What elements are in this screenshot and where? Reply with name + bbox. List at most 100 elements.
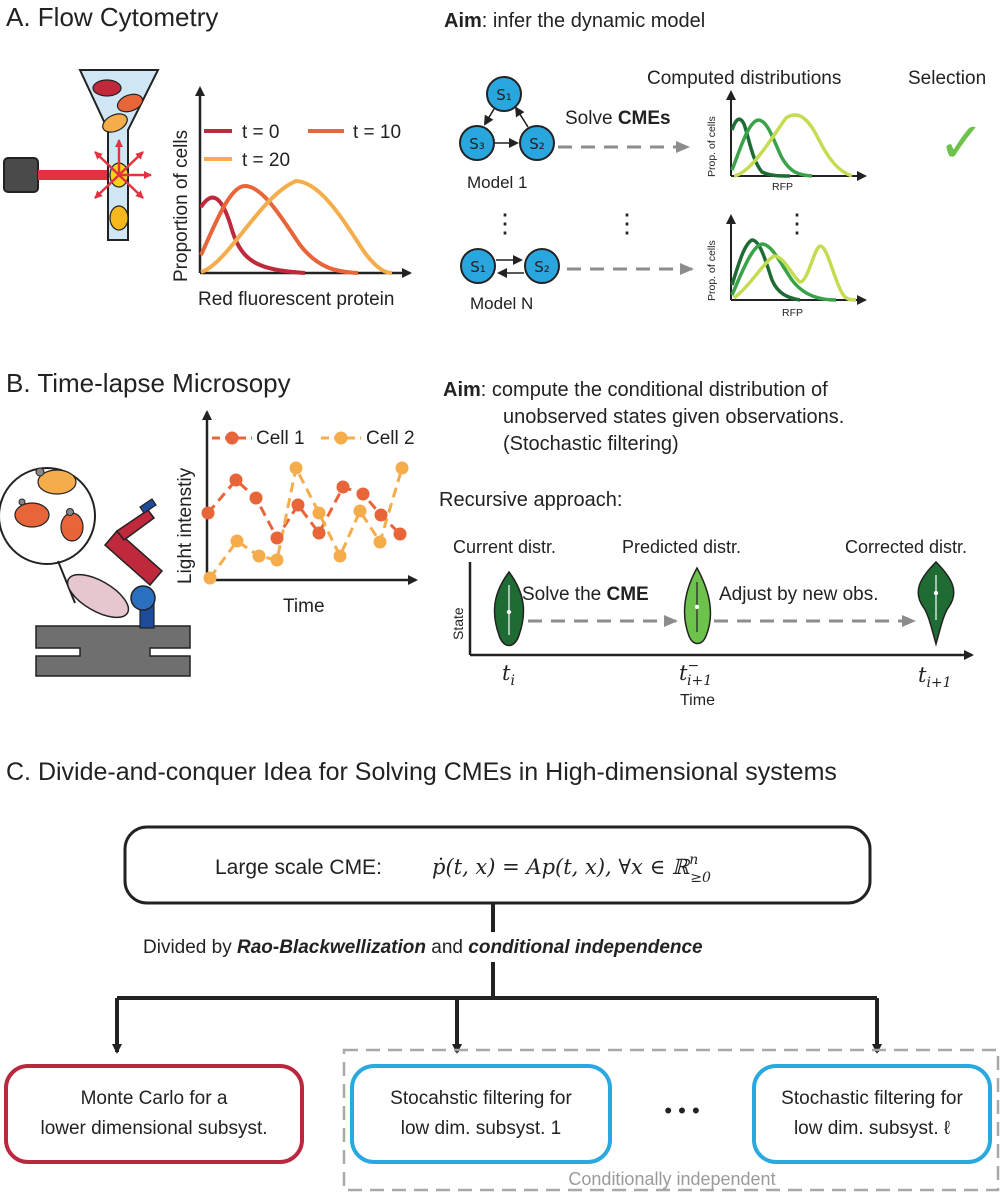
laser-beam	[38, 170, 118, 180]
solve-cmes-label: Solve CMEs	[565, 108, 671, 129]
t-symbol: t	[918, 663, 927, 687]
node-s2	[524, 248, 560, 284]
computed-distribution-1: Prop. of cells RFP	[706, 90, 867, 193]
recursive-approach-label: Recursive approach:	[439, 489, 622, 511]
adjust-label: Adjust by new obs.	[719, 584, 878, 605]
panel-b-title: B. Time-lapse Microsopy	[6, 368, 291, 398]
panel-b-aim-line3: (Stochastic filtering)	[503, 433, 679, 455]
aim-label: Aim	[444, 10, 482, 32]
tick-t-minus: t−i+1	[679, 658, 712, 689]
legend-label-t10: t = 10	[353, 122, 401, 143]
solve-bold: CMEs	[618, 108, 671, 129]
tick-t-i: ti	[502, 661, 515, 689]
cell	[116, 93, 144, 113]
node-s1	[486, 76, 522, 112]
legend-label-cell2: Cell 2	[366, 428, 415, 449]
large-scale-cme-box	[123, 825, 872, 905]
equation-sup: n	[689, 852, 698, 868]
models-ellipsis: ⋮	[492, 208, 518, 238]
curve-t20	[200, 178, 393, 275]
stochastic-filtering-box-l	[752, 1064, 992, 1164]
divided-prefix: Divided by	[143, 937, 237, 958]
microscope-stage	[66, 573, 130, 619]
time-series-chart: Light intenstiy Time Cell 1 Cell 2	[175, 410, 418, 617]
t-sub: i+1	[926, 675, 951, 691]
solve-prefix: Solve	[565, 108, 618, 129]
tick-t-next: ti+1	[918, 663, 952, 691]
panel-b-aim-line1: Aim: compute the conditional distributio…	[443, 379, 828, 401]
sfl-line1: Stochastic filtering for	[781, 1088, 963, 1109]
t-sub: i+1	[687, 673, 712, 689]
cell1-line	[206, 477, 402, 541]
divided-bold-2: conditional independence	[468, 937, 703, 958]
aim-label: Aim	[443, 379, 481, 401]
panel-c: C. Divide-and-conquer Idea for Solving C…	[4, 758, 1000, 1192]
cme-equation: ṗ(t, x) = Ap(t, x), ∀x ∈ ℝn≥0	[432, 852, 711, 886]
t-symbol: t	[679, 661, 688, 685]
y-axis-label: Proportion of cells	[171, 130, 192, 282]
legend-label-t0: t = 0	[242, 122, 280, 143]
panel-b-aim-line2: unobserved states given observations.	[503, 406, 844, 428]
monte-carlo-line2: lower dimensional subsyst.	[40, 1118, 267, 1139]
divided-by-label: Divided by Rao-Blackwellization and cond…	[143, 937, 703, 958]
microscope-illustration	[0, 467, 191, 677]
microscope-arm	[103, 529, 164, 587]
stochastic-filtering-box-1	[350, 1064, 612, 1164]
curve-t10	[199, 183, 359, 275]
edge-s2-s1	[514, 106, 529, 128]
node-s2-label: S₂	[529, 135, 545, 153]
x-axis-label: Time	[283, 596, 325, 617]
cell1-points	[201, 473, 407, 545]
aim-text-1: : compute the conditional distribution o…	[481, 379, 828, 401]
divided-mid: and	[426, 937, 468, 958]
x-axis-label: Red fluorescent protein	[198, 289, 394, 310]
cell	[92, 79, 122, 97]
cell	[109, 205, 129, 231]
selection-title: Selection	[908, 68, 986, 89]
curve-t0	[199, 195, 306, 275]
monte-carlo-box	[4, 1064, 304, 1164]
dist-x-label: RFP	[772, 181, 793, 193]
node-s1	[460, 248, 496, 284]
cell	[102, 113, 128, 133]
cell2-points	[203, 461, 409, 585]
model-1-network: S₁ S₂ S₃ Model 1	[459, 76, 555, 192]
node-s3-label: S₃	[469, 135, 485, 153]
flow-cytometer-illustration	[3, 69, 160, 241]
y-axis-label: Light intenstiy	[175, 467, 196, 584]
legend-label-cell1: Cell 1	[256, 428, 305, 449]
sf1-line1: Stocahstic filtering for	[390, 1088, 572, 1109]
computed-distribution-n: Prop. of cells RFP	[706, 214, 867, 319]
cell2-line	[208, 463, 404, 579]
distributions-ellipsis: ⋮	[784, 208, 810, 238]
solve-cme-label: Solve the CME	[522, 584, 649, 605]
conditionally-independent-group	[342, 1048, 1000, 1192]
t-symbol: t	[502, 661, 511, 685]
legend-label-t20: t = 20	[242, 150, 290, 171]
microscope-base	[35, 625, 191, 677]
selection-check-icon: ✓	[938, 111, 985, 176]
subsystem-ellipsis: • • •	[664, 1098, 699, 1123]
model-n-network: S₁ S₂ Model N	[460, 248, 560, 313]
t-sup: −	[687, 658, 699, 674]
panel-b: B. Time-lapse Microsopy Light intenstiy …	[0, 368, 974, 709]
panel-a-aim: Aim: infer the dynamic model	[444, 10, 705, 32]
panel-a-title: A. Flow Cytometry	[6, 2, 218, 32]
corrected-distr-label: Corrected distr.	[845, 537, 967, 557]
arrows-ellipsis: ⋮	[614, 208, 640, 238]
scatter-rays	[94, 139, 152, 199]
solve-bold: CME	[607, 584, 649, 605]
panel-a: A. Flow Cytometry Proportion	[3, 2, 986, 319]
sf1-line2: low dim. subsyst. 1	[401, 1118, 562, 1139]
node-s2	[519, 125, 555, 161]
monte-carlo-line1: Monte Carlo for a	[81, 1088, 228, 1109]
computed-distributions-title: Computed distributions	[647, 68, 841, 89]
equation-main: ṗ(t, x) = Ap(t, x), ∀x ∈ ℝ	[432, 855, 691, 879]
conditionally-independent-label: Conditionally independent	[568, 1169, 775, 1189]
dist-x-label: RFP	[782, 307, 803, 319]
laser-source	[3, 157, 39, 193]
solve-prefix: Solve the	[522, 584, 607, 605]
aim-text: : infer the dynamic model	[482, 10, 705, 32]
flow-histogram-chart: Proportion of cells Red fluorescent prot…	[171, 86, 412, 310]
